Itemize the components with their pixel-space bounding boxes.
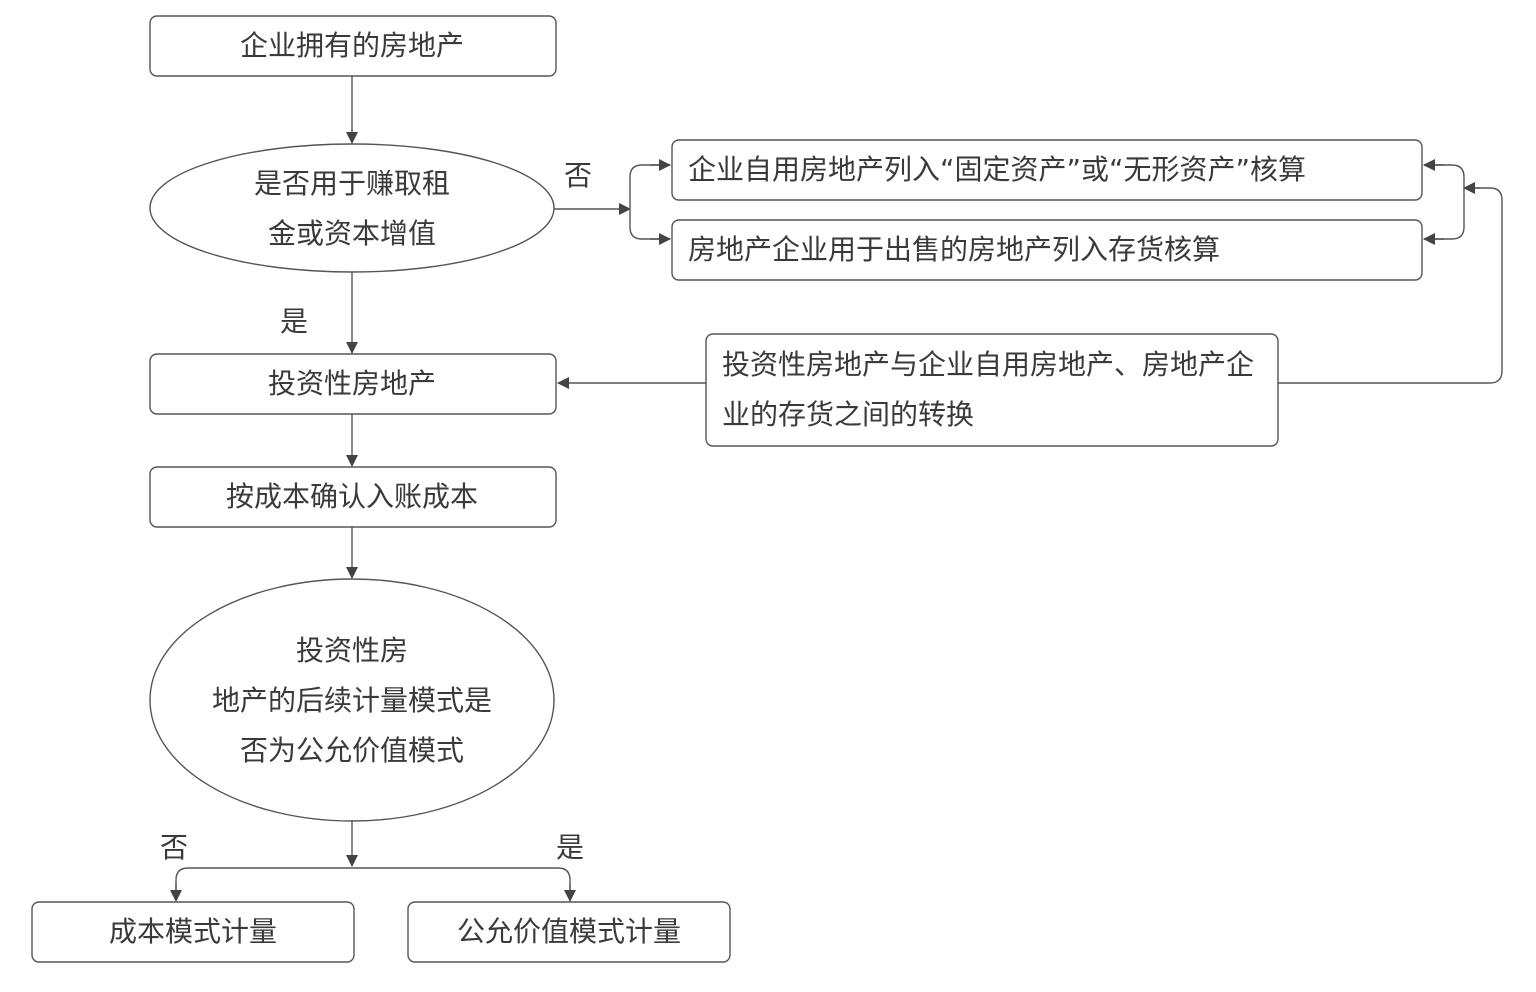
cost-model-box [31,901,355,963]
initial-text: 按成本确认入账成本 [225,480,479,513]
question-1-line-1: 是否用于赚取租 [253,167,451,200]
question-ellipse-1 [149,143,555,273]
conversion-box [705,333,1279,447]
bracket-no-branch [629,164,670,240]
investment-box [149,353,557,415]
conversion-right-path [1278,187,1503,384]
question-2-line-2: 地产的后续计量模式是 [211,684,493,717]
initial-box [149,466,557,528]
bracket-right [1424,164,1465,240]
inventory-box [671,219,1423,281]
yes-label-2: 是 [556,831,585,864]
fixed-assets-box [671,139,1423,201]
start-box [149,15,557,77]
investment-text: 投资性房地产 [267,367,437,400]
start-text: 企业拥有的房地产 [239,29,465,62]
inventory-text: 房地产企业用于出售的房地产列入存货核算 [688,233,1221,266]
conversion-text: 投资性房地产与企业自用房地产、房地产企业的存货之间的转换 [722,348,1255,431]
cost-model-text: 成本模式计量 [108,915,278,948]
no-label-2: 否 [160,831,189,864]
question-1-line-2: 金或资本增值 [267,217,437,250]
no-label-1: 否 [564,159,593,192]
question-2-line-3: 否为公允价值模式 [239,734,465,767]
fair-value-text: 公允价值模式计量 [456,915,682,948]
fixed-assets-text: 企业自用房地产列入“固定资产”或“无形资产”核算 [688,153,1307,186]
question-2-line-1: 投资性房 [295,634,409,667]
split-branch [175,867,571,900]
fair-value-box [407,901,731,963]
yes-label-1: 是 [280,305,309,338]
